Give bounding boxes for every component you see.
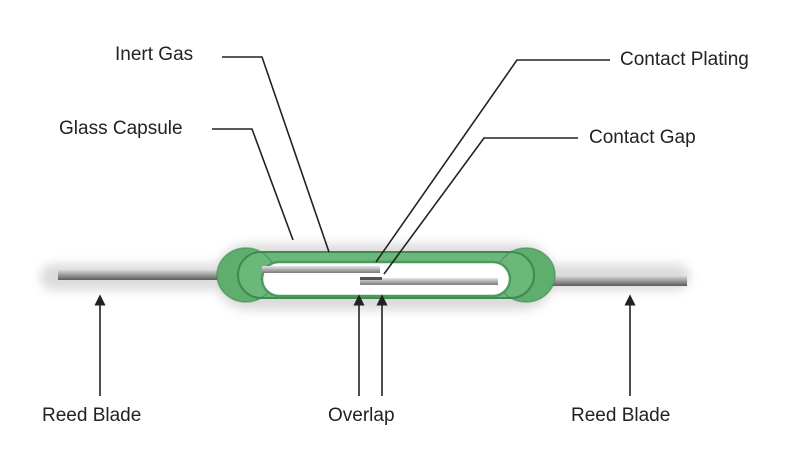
inner-reed-blade-right [360,278,498,285]
leader-lines [212,56,610,275]
contact-plating-label: Contact Plating [620,49,749,70]
reed-blade-left-label: Reed Blade [42,405,142,426]
glass-capsule [216,247,556,303]
reed-blade-right-label: Reed Blade [571,405,671,426]
reed-blade-right-wire [535,276,687,286]
inner-reed-blade-left [262,266,380,273]
contact-gap-label: Contact Gap [589,127,696,148]
glass-capsule-label: Glass Capsule [59,118,183,139]
overlap-label: Overlap [328,405,395,426]
pointer-arrows [94,294,636,396]
reed-blade-left-wire [58,270,233,280]
contact-plating-strip [360,277,382,280]
inert-gas-label: Inert Gas [115,44,194,65]
